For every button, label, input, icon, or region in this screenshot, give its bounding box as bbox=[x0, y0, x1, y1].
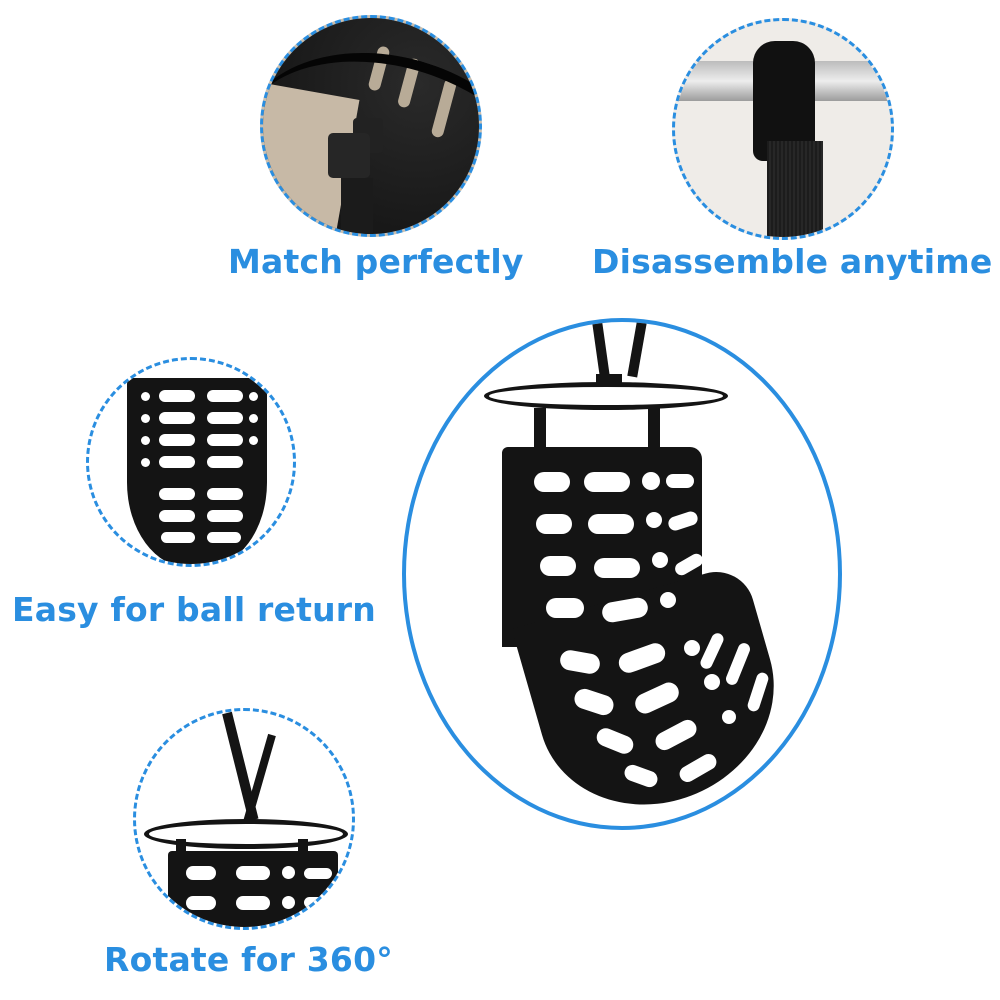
strap-left bbox=[592, 322, 610, 378]
feature-image-disassemble-anytime bbox=[672, 18, 894, 240]
caption-easy-for-ball-return: Easy for ball return bbox=[12, 590, 376, 629]
strap-right bbox=[627, 322, 647, 378]
caption-match-perfectly: Match perfectly bbox=[228, 242, 524, 281]
caption-rotate-for-360: Rotate for 360° bbox=[104, 940, 393, 979]
caption-disassemble-anytime: Disassemble anytime bbox=[592, 242, 993, 281]
feature-image-easy-for-ball-return bbox=[86, 357, 296, 567]
feature-image-rotate-for-360 bbox=[133, 708, 355, 930]
main-product-image bbox=[402, 318, 842, 830]
feature-image-match-perfectly bbox=[260, 15, 482, 237]
rotating-ring bbox=[484, 382, 728, 410]
